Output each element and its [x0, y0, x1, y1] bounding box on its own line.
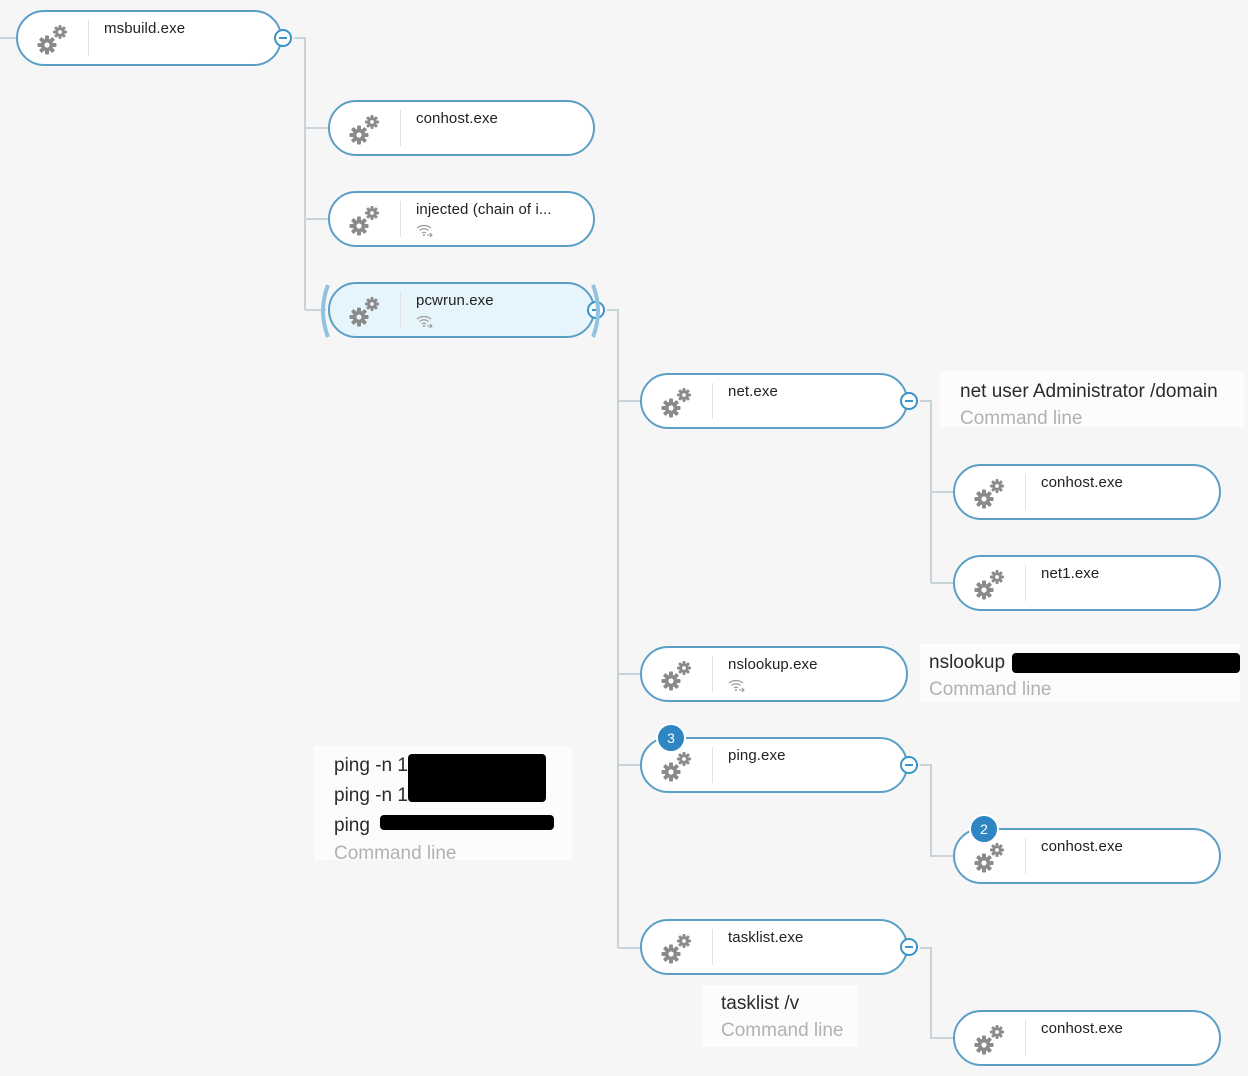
gear-icon — [974, 1025, 1004, 1055]
process-node-conhost[interactable]: 2 conhost.exe — [953, 814, 1221, 884]
node-divider — [712, 747, 713, 783]
node-divider — [400, 201, 401, 237]
process-name: injected (chain of i... — [416, 201, 552, 218]
process-name: conhost.exe — [416, 110, 498, 127]
redacted-block — [1012, 652, 1241, 673]
process-node-msbuild[interactable]: msbuild.exe — [16, 10, 292, 66]
redacted-block — [408, 754, 546, 802]
command-line-tooltip: net user Administrator /domain Command l… — [940, 371, 1244, 429]
command-line-text: ping -n 1 — [334, 755, 408, 776]
collapse-icon[interactable] — [274, 29, 292, 47]
command-line-caption: Command line — [721, 1020, 844, 1041]
process-name: conhost.exe — [1041, 1020, 1123, 1037]
command-line-tooltip: nslookup Command line — [920, 644, 1241, 702]
gear-icon — [349, 206, 379, 236]
network-icon — [728, 679, 745, 692]
command-line-text: net user Administrator /domain — [960, 381, 1218, 402]
node-divider — [1025, 474, 1026, 510]
gear-icon — [349, 297, 379, 327]
process-name: conhost.exe — [1041, 838, 1123, 855]
node-divider — [712, 656, 713, 692]
process-node-injected[interactable]: injected (chain of i... — [328, 191, 595, 247]
command-line-tooltip: tasklist /v Command line — [702, 985, 858, 1047]
process-node-conhost[interactable]: conhost.exe — [328, 100, 595, 156]
collapse-icon[interactable] — [900, 392, 918, 410]
process-name: tasklist.exe — [728, 929, 804, 946]
process-name: nslookup.exe — [728, 656, 818, 673]
node-divider — [400, 292, 401, 328]
process-name: ping.exe — [728, 747, 786, 764]
network-icon — [416, 315, 433, 328]
command-line-text: tasklist /v — [721, 993, 800, 1014]
process-node-net1[interactable]: net1.exe — [953, 555, 1221, 611]
process-name: pcwrun.exe — [416, 292, 494, 309]
process-node-pcwrun[interactable]: pcwrun.exe — [328, 282, 605, 338]
process-node-conhost[interactable]: conhost.exe — [953, 464, 1221, 520]
command-line-text: ping -n 1 — [334, 785, 408, 806]
gear-icon — [974, 479, 1004, 509]
command-line-text: nslookup — [929, 652, 1006, 673]
node-divider — [712, 929, 713, 965]
gear-icon — [661, 752, 691, 782]
node-divider — [88, 20, 89, 56]
process-node-conhost[interactable]: conhost.exe — [953, 1010, 1221, 1066]
redacted-block — [380, 815, 554, 830]
command-line-text: ping — [334, 815, 370, 836]
command-line-caption: Command line — [334, 843, 457, 864]
process-name: conhost.exe — [1041, 474, 1123, 491]
node-divider — [1025, 1020, 1026, 1056]
gear-icon — [974, 570, 1004, 600]
process-node-nslookup[interactable]: nslookup.exe — [640, 646, 908, 702]
process-node-tasklist[interactable]: tasklist.exe — [640, 919, 918, 975]
instance-count-badge: 3 — [656, 723, 686, 753]
process-node-net[interactable]: net.exe — [640, 373, 918, 429]
instance-count-badge: 2 — [969, 814, 999, 844]
process-name: net.exe — [728, 383, 778, 400]
command-line-caption: Command line — [929, 679, 1052, 700]
gear-icon — [37, 25, 67, 55]
command-line-caption: Command line — [960, 408, 1083, 429]
network-icon — [416, 224, 433, 237]
node-divider — [1025, 838, 1026, 874]
node-divider — [712, 383, 713, 419]
process-node-ping[interactable]: 3 ping.exe — [640, 723, 918, 793]
node-divider — [400, 110, 401, 146]
gear-icon — [661, 661, 691, 691]
selection-indicator-left — [321, 284, 330, 338]
collapse-icon[interactable] — [900, 938, 918, 956]
process-name: net1.exe — [1041, 565, 1100, 582]
command-line-tooltip: ping -n 1 ping -n 1 ping Command line — [314, 746, 572, 864]
gear-icon — [661, 934, 691, 964]
gear-icon — [974, 843, 1004, 873]
node-divider — [1025, 565, 1026, 601]
process-name: msbuild.exe — [104, 20, 186, 37]
collapse-icon[interactable] — [900, 756, 918, 774]
selection-indicator-right — [591, 284, 600, 338]
gear-icon — [661, 388, 691, 418]
gear-icon — [349, 115, 379, 145]
